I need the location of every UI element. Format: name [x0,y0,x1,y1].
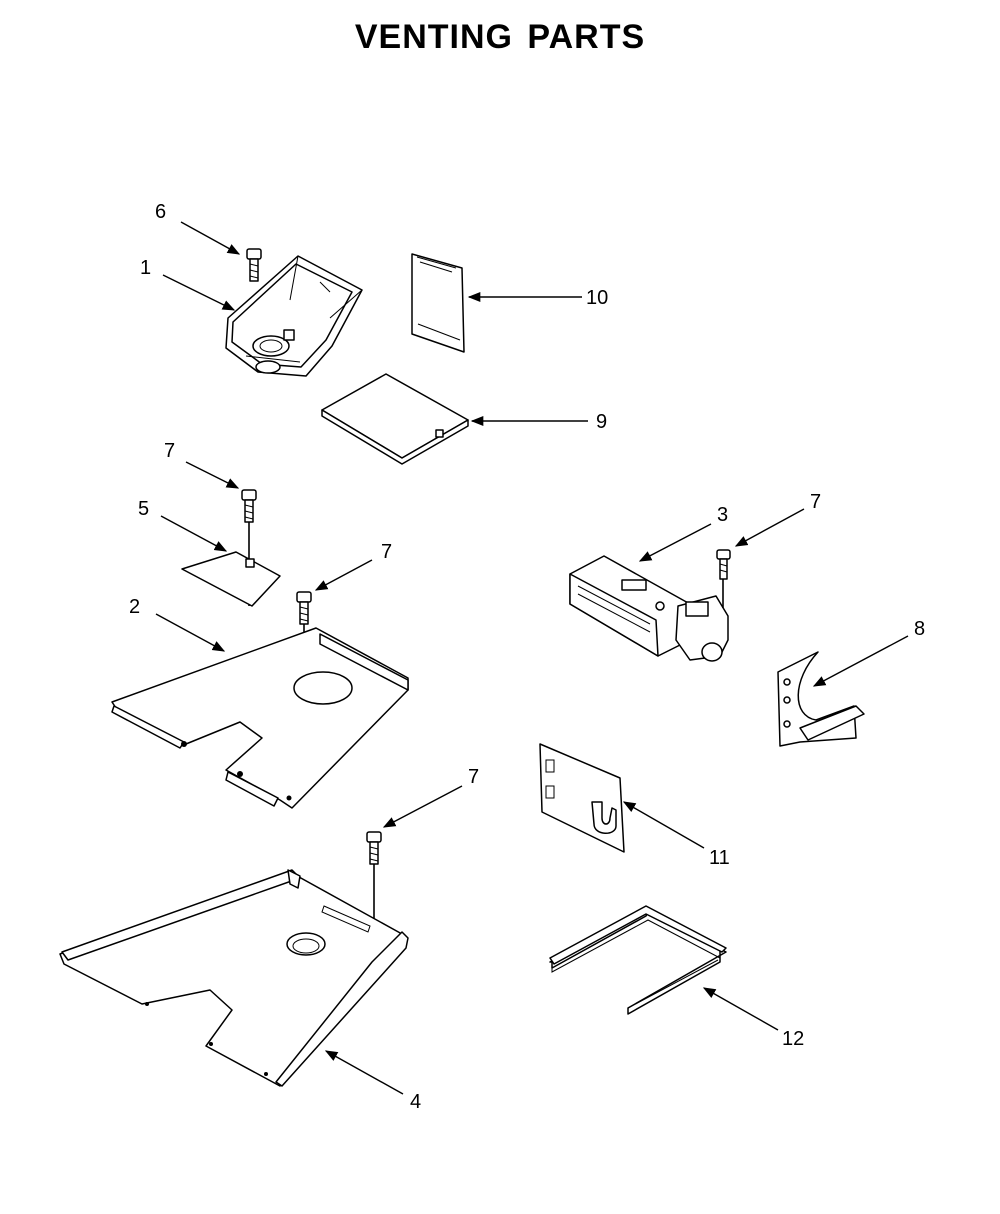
leader-1 [162,274,236,311]
callout-1: 1 [140,257,152,279]
part-4-bottom-plate [59,869,409,1087]
leader-7c [734,508,805,547]
callout-7c: 7 [810,491,822,513]
leader-11 [622,801,705,849]
part-7-screw-b [296,591,312,640]
part-12-gasket-frame [549,905,727,1015]
callout-10: 10 [586,287,609,309]
leader-7b [314,559,373,591]
leader-8 [812,635,909,687]
part-7-screw-c [716,549,731,608]
diagram-title: VENTING PARTS [354,18,646,56]
part-8-bracket [777,651,865,747]
part-11-plate [539,743,625,853]
leader-7d [382,785,463,828]
part-6-screw [246,248,262,282]
part-5-gasket [181,551,281,607]
part-2-plate [111,627,409,809]
part-1-vent-housing [225,255,363,377]
callout-12: 12 [782,1028,805,1050]
callout-11: 11 [709,847,730,869]
callout-6: 6 [155,201,167,223]
callout-3: 3 [717,504,729,526]
callout-9: 9 [596,411,608,433]
callout-7a: 7 [164,440,176,462]
leader-3 [638,523,712,562]
part-10-panel [411,253,465,353]
leader-12 [702,987,779,1031]
callout-4: 4 [410,1091,422,1113]
leader-2 [155,613,226,652]
callout-2: 2 [129,596,141,618]
part-9-filter [321,373,469,465]
callout-5: 5 [138,498,150,520]
callout-8: 8 [914,618,926,640]
leader-6 [180,221,241,255]
leader-7a [185,461,240,489]
leader-4 [324,1050,404,1095]
callout-7d: 7 [468,766,480,788]
part-3-motor-assembly [569,555,729,662]
callout-7b: 7 [381,541,393,563]
leader-5 [160,515,228,552]
